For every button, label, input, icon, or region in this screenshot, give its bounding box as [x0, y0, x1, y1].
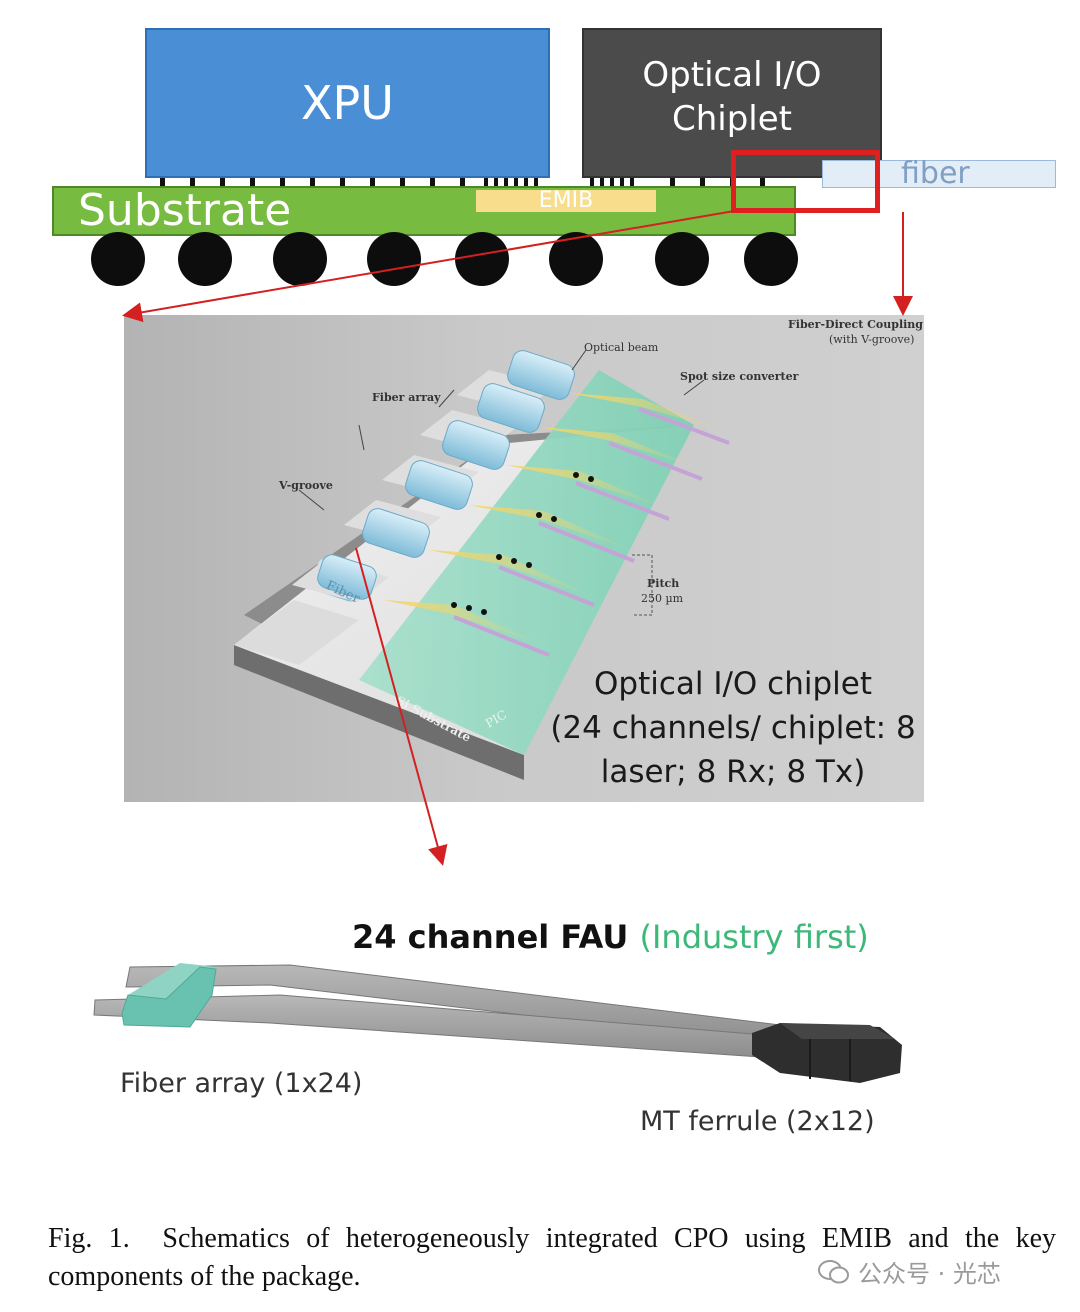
highlight-box — [731, 150, 880, 213]
callout-arrows — [122, 209, 913, 866]
watermark-text: 公众号 · 光芯 — [858, 1260, 1001, 1288]
xpu-label: XPU — [301, 76, 394, 130]
substrate: Substrate — [52, 186, 796, 236]
fiber-label: fiber — [901, 156, 970, 191]
solder-ball — [744, 232, 798, 286]
coupling-subtitle: (with V-groove) — [829, 333, 915, 346]
chiplet-caption-line3: laser; 8 Rx; 8 Tx) — [600, 754, 866, 790]
wechat-icon — [818, 1259, 849, 1283]
figure-caption: Fig. 1. Schematics of heterogeneously in… — [48, 1223, 1056, 1292]
micro-bumps — [160, 178, 765, 187]
substrate-label: Substrate — [78, 185, 292, 236]
chiplet-render — [234, 349, 732, 780]
v-groove-label: V-groove — [279, 479, 333, 492]
fau-title-note: (Industry first) — [639, 918, 869, 956]
pitch-label: Pitch — [647, 577, 680, 590]
chiplet-caption-line2: (24 channels/ chiplet: 8 — [550, 710, 916, 746]
fau-assembly — [93, 963, 902, 1083]
optical-io-label-line1: Optical I/O — [642, 55, 822, 95]
optical-io-label-line2: Chiplet — [671, 99, 792, 139]
solder-ball — [178, 232, 232, 286]
xpu-die: XPU — [145, 28, 550, 178]
emib-bridge: EMIB — [476, 190, 656, 212]
solder-ball — [367, 232, 421, 286]
solder-ball — [655, 232, 709, 286]
solder-ball — [273, 232, 327, 286]
fiber-array-1x24-label: Fiber array (1x24) — [120, 1068, 363, 1099]
pitch-value: 250 µm — [641, 592, 684, 605]
watermark: 公众号 · 光芯 — [818, 1254, 1001, 1289]
optical-beam-label: Optical beam — [584, 341, 659, 354]
mt-ferrule-label: MT ferrule (2x12) — [640, 1106, 875, 1137]
emib-label: EMIB — [538, 188, 594, 213]
solder-ball — [91, 232, 145, 286]
coupling-title: Fiber-Direct Coupling — [788, 318, 923, 331]
chiplet-caption-line1: Optical I/O chiplet — [593, 666, 873, 702]
spot-size-converter-label: Spot size converter — [680, 370, 799, 383]
fau-title-main: 24 channel FAU — [352, 918, 629, 956]
fau-title: 24 channel FAU (Industry first) — [352, 918, 869, 956]
solder-ball — [455, 232, 509, 286]
fiber-strip: fiber — [822, 159, 1056, 189]
fiber-array-label: Fiber array — [372, 391, 441, 404]
chiplet-caption: Optical I/O chiplet (24 channels/ chiple… — [548, 662, 918, 794]
